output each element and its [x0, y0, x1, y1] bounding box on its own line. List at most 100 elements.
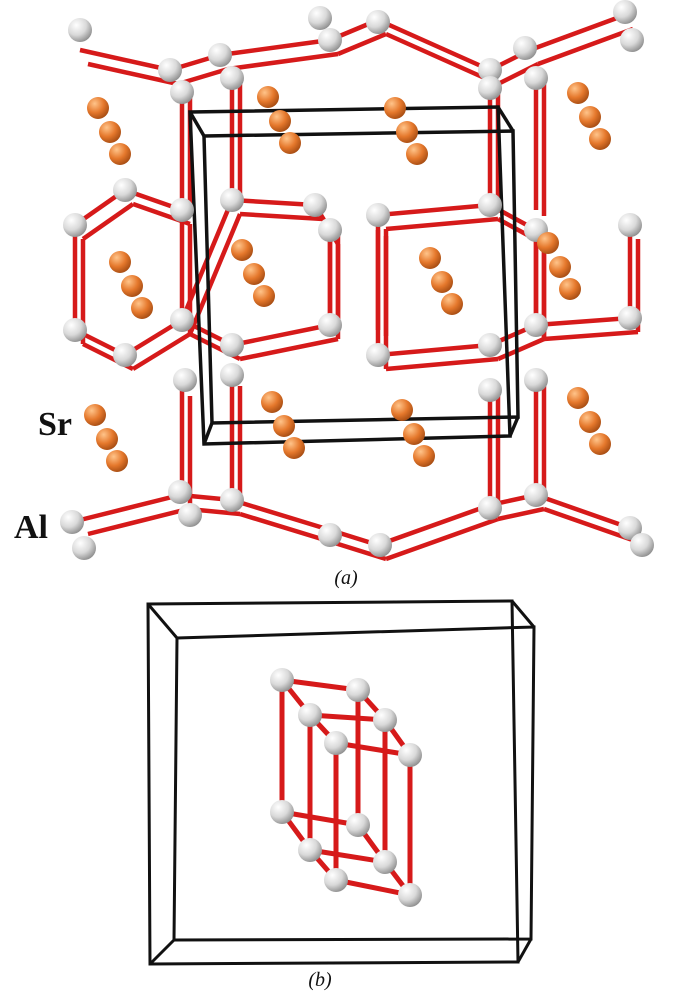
- al-atom: [208, 43, 232, 67]
- sr-atom: [253, 285, 275, 307]
- al-al-bond: [535, 492, 631, 531]
- al-al-bond: [309, 712, 386, 723]
- al-atom: [613, 0, 637, 24]
- al-atom: [220, 488, 244, 512]
- sr-atom: [413, 445, 435, 467]
- al-al-bond: [335, 877, 411, 898]
- al-al-bond: [231, 197, 316, 208]
- sr-atom: [579, 106, 601, 128]
- sr-atom: [87, 97, 109, 119]
- sr-atom: [406, 143, 428, 165]
- sr-atom: [106, 450, 128, 472]
- al-al-bond: [529, 12, 626, 53]
- al-atom: [478, 496, 502, 520]
- al-al-bond: [219, 37, 331, 58]
- al-al-bond: [87, 506, 189, 537]
- sr-atom: [257, 86, 279, 108]
- sr-atom: [121, 275, 143, 297]
- al-atom: [524, 483, 548, 507]
- al-al-bond: [377, 17, 491, 73]
- sr-atom: [589, 128, 611, 150]
- al-atom: [220, 363, 244, 387]
- al-atoms-a: [60, 0, 654, 560]
- al-al-bond: [281, 677, 359, 693]
- sr-atom: [567, 387, 589, 409]
- al-atom: [168, 480, 192, 504]
- al-atom: [373, 708, 397, 732]
- al-al-bond: [535, 315, 631, 328]
- al-al-bond: [543, 329, 639, 342]
- al-al-bond: [377, 502, 491, 548]
- al-atom: [173, 368, 197, 392]
- al-atom: [303, 193, 327, 217]
- sr-atom: [283, 437, 305, 459]
- al-atom: [270, 668, 294, 692]
- al-al-bond: [497, 506, 545, 522]
- al-atom: [72, 536, 96, 560]
- al-atom: [478, 333, 502, 357]
- al-atom: [513, 36, 537, 60]
- al-al-bond: [239, 211, 324, 222]
- al-al-bond: [377, 342, 491, 358]
- sr-atom: [231, 239, 253, 261]
- al-atom: [346, 678, 370, 702]
- sr-atom: [419, 247, 441, 269]
- al-al-bond: [377, 202, 491, 218]
- al-atom: [398, 883, 422, 907]
- sr-atom: [261, 391, 283, 413]
- al-atom: [366, 343, 390, 367]
- al-atom: [366, 203, 390, 227]
- al-al-bond: [385, 516, 499, 562]
- sr-atom: [96, 428, 118, 450]
- al-al-bond: [131, 332, 192, 371]
- al-al-bond: [385, 31, 499, 87]
- al-atom: [398, 743, 422, 767]
- sr-atom: [273, 415, 295, 437]
- sr-atom: [549, 256, 571, 278]
- al-al-bond: [81, 202, 135, 241]
- sr-atom: [243, 263, 265, 285]
- al-atom: [478, 76, 502, 100]
- al-atom: [524, 66, 548, 90]
- al-atom: [478, 193, 502, 217]
- sr-atom: [269, 110, 291, 132]
- al-al-bond: [231, 322, 331, 348]
- al-atom: [308, 6, 332, 30]
- al-atom: [170, 308, 194, 332]
- al-atom: [113, 178, 137, 202]
- al-atom: [178, 503, 202, 527]
- al-atom: [346, 813, 370, 837]
- al-al-bond: [87, 61, 179, 87]
- al-atom: [620, 28, 644, 52]
- sr-atom: [559, 278, 581, 300]
- sr-atom: [441, 293, 463, 315]
- al-atom: [373, 850, 397, 874]
- al-atom: [220, 188, 244, 212]
- al-atom: [618, 306, 642, 330]
- al-atom: [478, 378, 502, 402]
- sr-atom: [589, 433, 611, 455]
- al-atom: [63, 213, 87, 237]
- al-atom: [324, 868, 348, 892]
- al-atoms-b: [270, 668, 422, 907]
- al-atom: [318, 28, 342, 52]
- sr-atom: [279, 132, 301, 154]
- al-atom: [63, 318, 87, 342]
- al-atom: [68, 18, 92, 42]
- sr-atom: [109, 143, 131, 165]
- al-atom: [113, 343, 137, 367]
- sr-atom: [579, 411, 601, 433]
- panel-b: (b): [146, 599, 536, 991]
- al-al-bond: [79, 47, 171, 73]
- al-atom: [220, 66, 244, 90]
- caption-a: (a): [334, 567, 358, 589]
- sr-atom: [109, 251, 131, 273]
- al-atom: [630, 533, 654, 557]
- al-atom: [220, 333, 244, 357]
- al-atom: [524, 368, 548, 392]
- sr-atom: [384, 97, 406, 119]
- al-atom: [170, 80, 194, 104]
- al-atom: [60, 510, 84, 534]
- sr-atom: [131, 297, 153, 319]
- al-atom: [524, 313, 548, 337]
